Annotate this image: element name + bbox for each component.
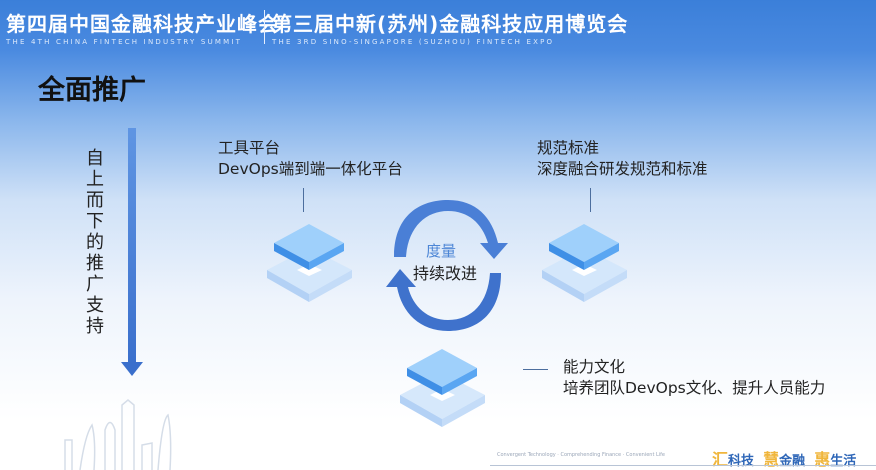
summit-title-cn: 第四届中国金融科技产业峰会 xyxy=(6,12,279,36)
slide-title: 全面推广 xyxy=(38,75,146,106)
culture-stack-icon xyxy=(400,349,485,427)
block-culture-subtitle: 培养团队DevOps文化、提升人员能力 xyxy=(563,379,826,397)
block-tools-title: 工具平台 xyxy=(218,139,281,157)
expo-title-en: THE 3RD SINO-SINGAPORE (SUZHOU) FINTECH … xyxy=(272,38,555,46)
city-skyline-decoration xyxy=(64,399,172,470)
footer-divider xyxy=(490,465,876,466)
block-tools: 工具平台 DevOps端到端一体化平台 xyxy=(218,138,403,180)
standards-stack-icon xyxy=(542,224,627,302)
cycle-top-label: 度量 xyxy=(426,242,457,260)
slogan-mark: 慧 xyxy=(763,450,780,469)
header-divider xyxy=(264,10,265,44)
slogan-text: 生活 xyxy=(830,454,857,469)
expo-title-cn: 第三届中新(苏州)金融科技应用博览会 xyxy=(272,12,629,36)
block-tools-subtitle: DevOps端到端一体化平台 xyxy=(218,160,403,178)
down-arrow-icon xyxy=(121,362,143,376)
down-arrow-shaft xyxy=(128,128,136,366)
connector-line xyxy=(590,188,591,212)
block-standards: 规范标准 深度融合研发规范和标准 xyxy=(537,138,708,180)
block-standards-subtitle: 深度融合研发规范和标准 xyxy=(537,160,708,178)
footer-slogan-cn: 汇科技 慧金融 惠生活 xyxy=(712,446,856,470)
block-culture-title: 能力文化 xyxy=(563,358,626,376)
slogan-mark: 惠 xyxy=(814,450,831,469)
summit-title-en: THE 4TH CHINA FINTECH INDUSTRY SUMMIT xyxy=(6,38,243,46)
footer-slogan-en: Convergent Technology · Comprehending Fi… xyxy=(497,452,666,458)
vertical-label: 自上而下的推广支持 xyxy=(86,148,104,337)
slogan-text: 金融 xyxy=(779,454,806,469)
slogan-text: 科技 xyxy=(728,454,755,469)
block-standards-title: 规范标准 xyxy=(537,139,600,157)
slogan-mark: 汇 xyxy=(712,450,729,469)
connector-line xyxy=(303,188,304,212)
cycle-bottom-label: 持续改进 xyxy=(413,264,478,283)
platform-stack-icon xyxy=(267,224,352,302)
cycle-arrows-icon xyxy=(386,200,508,331)
connector-line xyxy=(523,369,548,370)
block-culture: 能力文化 培养团队DevOps文化、提升人员能力 xyxy=(563,357,825,399)
